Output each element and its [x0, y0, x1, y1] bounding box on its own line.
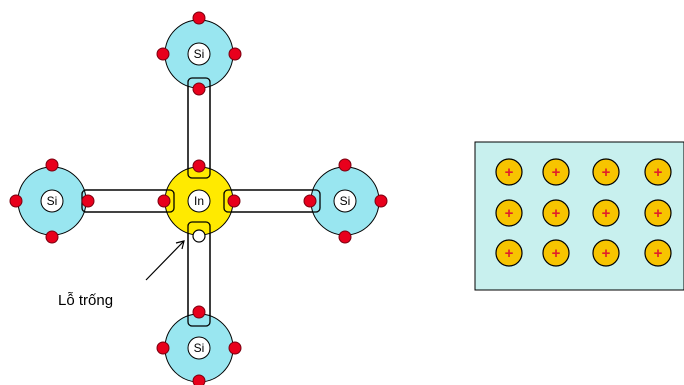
positive-ion: + — [495, 158, 523, 186]
atom-center: In — [164, 166, 234, 236]
ion-sign: + — [654, 245, 663, 262]
atom-right: Si — [310, 166, 380, 236]
electrons — [9, 11, 388, 385]
nucleus-top — [187, 42, 211, 66]
electron — [45, 158, 59, 172]
ion-grid: + + + + + + + + + + + + — [495, 158, 672, 267]
nucleus-bottom — [187, 336, 211, 360]
electron — [192, 11, 206, 25]
electron — [338, 230, 352, 244]
positive-ion: + — [592, 199, 620, 227]
positive-ion: + — [644, 199, 672, 227]
electron — [45, 230, 59, 244]
atom-right-label: Si — [340, 194, 351, 208]
electron — [192, 159, 206, 173]
positive-ion: + — [592, 158, 620, 186]
ion-sign: + — [505, 164, 514, 181]
atom-bottom-label: Si — [194, 341, 205, 355]
positive-ion: + — [542, 239, 570, 267]
electron — [228, 47, 242, 61]
ion-sign: + — [552, 245, 561, 262]
atom-left: Si — [17, 166, 87, 236]
positive-ion: + — [542, 199, 570, 227]
ion-sign: + — [552, 164, 561, 181]
positive-ion: + — [542, 158, 570, 186]
electron — [192, 82, 206, 96]
atom-top-label: Si — [194, 47, 205, 61]
atom-left-label: Si — [47, 194, 58, 208]
electron — [192, 374, 206, 385]
electron — [156, 341, 170, 355]
positive-ion: + — [495, 239, 523, 267]
atom-bottom: Si — [164, 313, 234, 383]
ion-sign: + — [602, 205, 611, 222]
electron — [228, 341, 242, 355]
ion-sign: + — [505, 245, 514, 262]
nucleus-right — [333, 189, 357, 213]
ion-sign: + — [602, 164, 611, 181]
electron — [303, 194, 317, 208]
nucleus-center — [187, 189, 211, 213]
ion-panel: + + + + + + + + + + + + — [474, 141, 684, 291]
electron — [156, 47, 170, 61]
electron — [338, 158, 352, 172]
positive-ion: + — [592, 239, 620, 267]
electron — [192, 305, 206, 319]
hole-arrow — [145, 240, 185, 281]
electron — [227, 194, 241, 208]
electron — [157, 194, 171, 208]
atom-center-label: In — [194, 194, 204, 208]
ion-sign: + — [654, 205, 663, 222]
nucleus-left — [40, 189, 64, 213]
electron — [81, 194, 95, 208]
positive-ion: + — [644, 239, 672, 267]
ion-sign: + — [505, 205, 514, 222]
ion-sign: + — [654, 164, 663, 181]
electron — [374, 194, 388, 208]
ion-sign: + — [552, 205, 561, 222]
hole-label: Lỗ trống — [58, 292, 113, 309]
positive-ion: + — [644, 158, 672, 186]
ion-sign: + — [602, 245, 611, 262]
positive-ion: + — [495, 199, 523, 227]
hole — [192, 229, 206, 243]
electron — [9, 194, 23, 208]
